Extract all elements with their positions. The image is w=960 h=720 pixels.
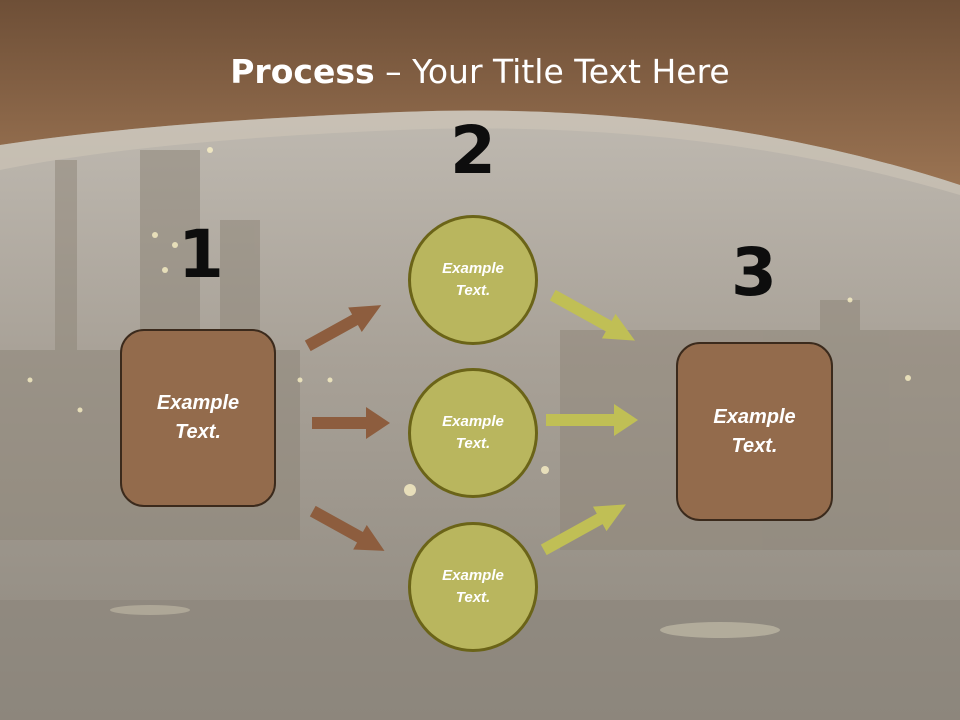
circle-bottom-label: Example Text. (442, 566, 504, 607)
process-circle-middle: Example Text. (408, 368, 538, 498)
circle-top-label: Example Text. (442, 259, 504, 300)
right-box-label: Example Text. (713, 405, 796, 457)
title-bold: Process (230, 52, 375, 91)
left-box-label: Example Text. (156, 392, 240, 443)
right-process-box: Example Text. (676, 342, 833, 521)
process-circle-top: Example Text. (408, 215, 538, 345)
step-number-3: 3 (731, 234, 777, 311)
left-process-box: Example Text. (120, 329, 276, 507)
process-circle-bottom: Example Text. (408, 522, 538, 652)
title-rest: – Your Title Text Here (374, 52, 730, 91)
circle-middle-label: Example Text. (442, 412, 504, 453)
step-number-1: 1 (178, 216, 224, 293)
step-number-2: 2 (450, 112, 496, 189)
slide-title: Process – Your Title Text Here (0, 52, 960, 91)
